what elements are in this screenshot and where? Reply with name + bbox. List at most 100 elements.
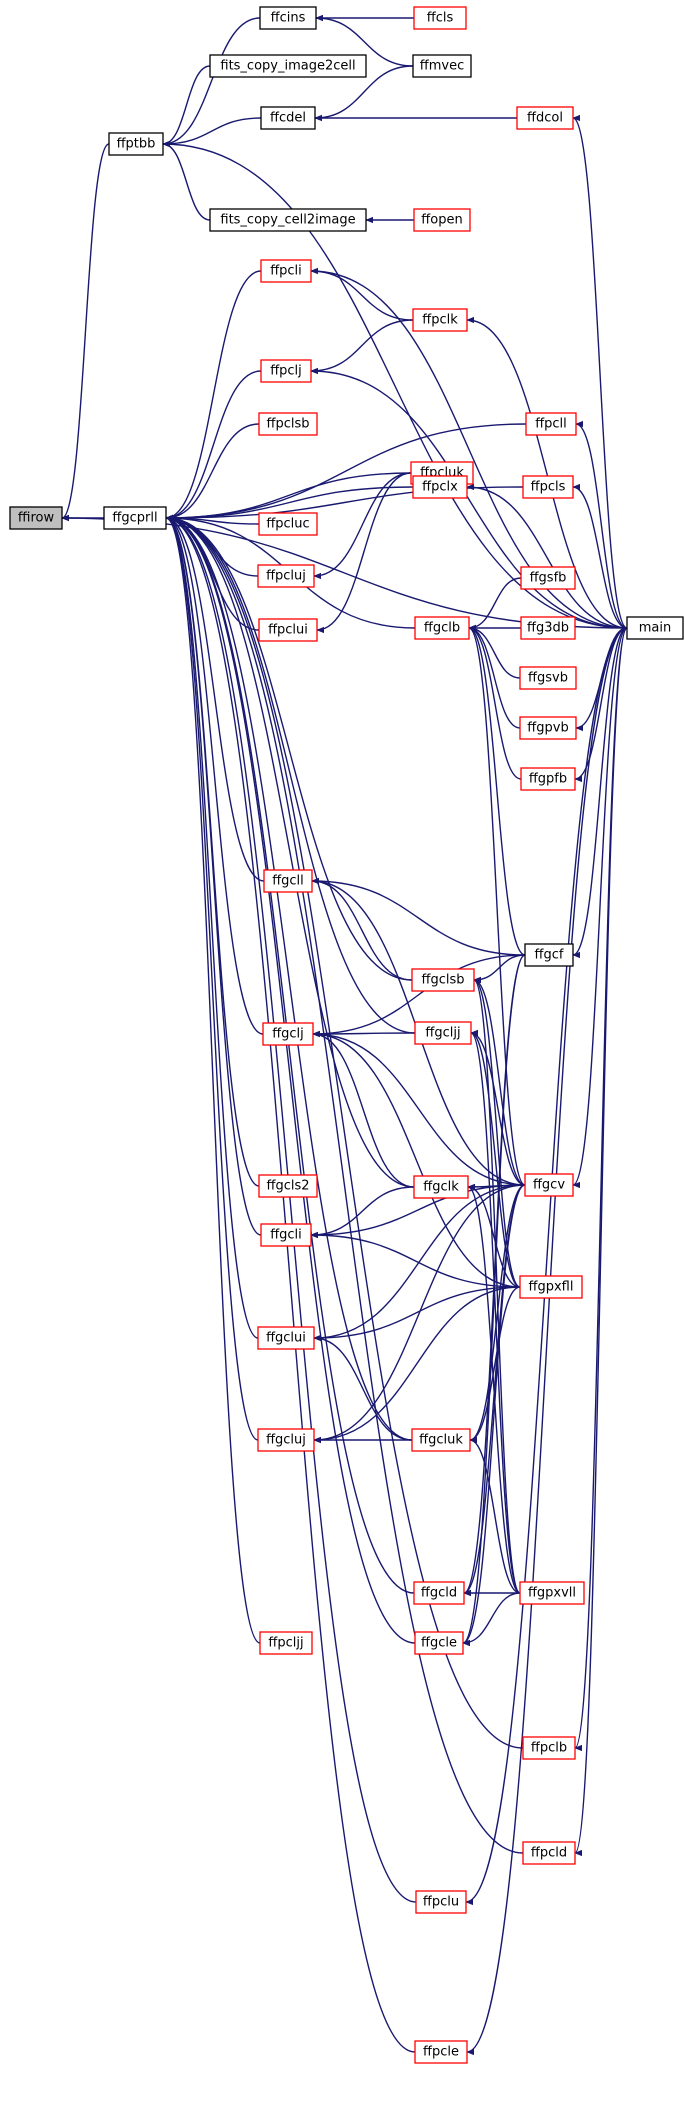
edge-ffpcll-to-ffgcprll bbox=[165, 423, 527, 522]
node-ffgcf[interactable]: ffgcf bbox=[524, 943, 574, 967]
edge-fits_copy_cell2image-to-ffptbb bbox=[162, 140, 211, 221]
edge-main-to-ffptbb bbox=[162, 140, 628, 629]
node-label: ffpclx bbox=[422, 480, 458, 495]
node-ffirow[interactable]: ffirow bbox=[9, 506, 63, 530]
node-ffpclui[interactable]: ffpclui bbox=[258, 618, 318, 642]
node-ffpcll[interactable]: ffpcll bbox=[525, 412, 577, 436]
node-ffpcli[interactable]: ffpcli bbox=[260, 259, 312, 283]
edge-ffgclui-to-ffgcprll bbox=[165, 514, 259, 1339]
node-ffg3db[interactable]: ffg3db bbox=[520, 616, 576, 640]
node-ffgpfb[interactable]: ffgpfb bbox=[520, 767, 576, 791]
edge-ffgcv-to-ffgcluj bbox=[313, 1184, 526, 1444]
edge-main-to-ffpclx bbox=[466, 483, 628, 629]
node-box bbox=[413, 6, 467, 30]
node-ffpcld[interactable]: ffpcld bbox=[522, 1841, 576, 1865]
edge-ffgcv-to-ffgcld bbox=[463, 1184, 526, 1597]
node-ffgclk[interactable]: ffgclk bbox=[413, 1175, 469, 1199]
node-ffpcle[interactable]: ffpcle bbox=[414, 2040, 468, 2064]
node-ffpcluc[interactable]: ffpcluc bbox=[258, 512, 318, 536]
node-ffopen[interactable]: ffopen bbox=[413, 208, 471, 232]
node-ffgcls2[interactable]: ffgcls2 bbox=[258, 1174, 318, 1198]
edge-ffptbb-to-ffirow bbox=[61, 143, 110, 522]
node-label: ffcdel bbox=[270, 111, 306, 126]
node-label: ffpcll bbox=[535, 417, 567, 432]
node-ffcls[interactable]: ffcls bbox=[413, 6, 467, 30]
node-ffgcluk[interactable]: ffgcluk bbox=[411, 1428, 471, 1452]
node-ffgclui[interactable]: ffgclui bbox=[257, 1326, 315, 1350]
node-box bbox=[413, 208, 471, 232]
node-main[interactable]: main bbox=[626, 616, 684, 640]
edge-ffcdel-to-ffptbb bbox=[162, 117, 262, 148]
node-ffptbb[interactable]: ffptbb bbox=[108, 132, 164, 156]
node-ffpclx[interactable]: ffpclx bbox=[412, 475, 468, 499]
node-label: ffgcprll bbox=[112, 511, 157, 526]
node-ffpclb[interactable]: ffpclb bbox=[522, 1736, 576, 1760]
node-ffgcld[interactable]: ffgcld bbox=[413, 1581, 465, 1605]
node-ffcins[interactable]: ffcins bbox=[259, 6, 317, 30]
node-box bbox=[520, 566, 576, 590]
node-label: ffptbb bbox=[117, 137, 156, 152]
node-box bbox=[259, 1631, 313, 1655]
node-ffgpvb[interactable]: ffgpvb bbox=[519, 716, 577, 740]
edge-ffgpxfll-to-ffgcli bbox=[310, 1231, 521, 1288]
node-ffgclj[interactable]: ffgclj bbox=[262, 1022, 314, 1046]
node-label: ffgclui bbox=[266, 1331, 306, 1346]
node-box bbox=[413, 1581, 465, 1605]
node-ffdcol[interactable]: ffdcol bbox=[516, 106, 574, 130]
node-label: main bbox=[639, 621, 671, 636]
node-fits-copy-cell2image[interactable]: fits_copy_cell2image bbox=[209, 208, 367, 232]
node-ffgcprll[interactable]: ffgcprll bbox=[103, 506, 167, 530]
node-ffgpxvll[interactable]: ffgpxvll bbox=[519, 1581, 585, 1605]
node-label: ffgpfb bbox=[529, 772, 567, 787]
node-ffgsvb[interactable]: ffgsvb bbox=[519, 666, 577, 690]
node-box bbox=[103, 506, 167, 530]
node-label: ffgcljj bbox=[425, 1026, 460, 1041]
node-label: ffpcld bbox=[531, 1846, 567, 1861]
node-ffpcluj[interactable]: ffpcluj bbox=[257, 564, 315, 588]
edge-ffgclk-to-ffgclj bbox=[312, 1030, 415, 1188]
edge-ffgpxfll-to-ffgcluj bbox=[313, 1286, 521, 1444]
node-ffpcljj[interactable]: ffpcljj bbox=[259, 1631, 313, 1655]
node-fits-copy-image2cell[interactable]: fits_copy_image2cell bbox=[209, 54, 367, 78]
node-box bbox=[520, 767, 576, 791]
node-ffgcll[interactable]: ffgcll bbox=[263, 869, 313, 893]
node-label: ffgcluj bbox=[266, 1433, 306, 1448]
edge-ffpcle-to-ffgcprll bbox=[165, 514, 416, 2053]
node-box bbox=[412, 475, 468, 499]
node-label: ffpcli bbox=[270, 264, 302, 279]
node-label: ffgclk bbox=[423, 1180, 459, 1195]
node-ffpcls[interactable]: ffpcls bbox=[522, 475, 574, 499]
node-ffgcluj[interactable]: ffgcluj bbox=[257, 1428, 315, 1452]
node-box bbox=[9, 506, 63, 530]
edge-ffgclsb-to-ffgcll bbox=[311, 877, 413, 981]
node-ffcdel[interactable]: ffcdel bbox=[260, 106, 316, 130]
node-ffgclb[interactable]: ffgclb bbox=[414, 616, 470, 640]
node-ffpclu[interactable]: ffpclu bbox=[415, 1890, 467, 1914]
node-ffgsfb[interactable]: ffgsfb bbox=[520, 566, 576, 590]
edge-ffpcluk-to-ffpclui bbox=[316, 472, 412, 634]
edge-ffmvec-to-ffcdel bbox=[314, 65, 414, 122]
node-label: ffgcle bbox=[421, 1636, 457, 1651]
edge-ffgcv-to-ffgclsb bbox=[473, 976, 526, 1186]
node-ffgcli[interactable]: ffgcli bbox=[260, 1223, 312, 1247]
node-ffgpxfll[interactable]: ffgpxfll bbox=[519, 1275, 583, 1299]
node-label: ffirow bbox=[18, 511, 55, 526]
node-ffpclj[interactable]: ffpclj bbox=[260, 359, 312, 383]
node-box bbox=[209, 54, 367, 78]
node-label: ffgcv bbox=[533, 1178, 565, 1193]
node-box bbox=[415, 1890, 467, 1914]
edge-ffcins-to-ffptbb bbox=[162, 17, 261, 148]
node-ffpclsb[interactable]: ffpclsb bbox=[258, 412, 318, 436]
node-label: ffdcol bbox=[527, 111, 563, 126]
edge-ffgclk-to-ffgcli bbox=[310, 1186, 415, 1239]
node-ffgcljj[interactable]: ffgcljj bbox=[414, 1021, 472, 1045]
node-box bbox=[522, 475, 574, 499]
node-ffpclk[interactable]: ffpclk bbox=[412, 308, 468, 332]
node-ffgcv[interactable]: ffgcv bbox=[524, 1173, 574, 1197]
node-ffgcle[interactable]: ffgcle bbox=[414, 1631, 464, 1655]
edge-ffgpxfll-to-ffgclui bbox=[313, 1286, 521, 1342]
node-label: ffpcluj bbox=[266, 569, 306, 584]
node-ffgclsb[interactable]: ffgclsb bbox=[411, 968, 475, 992]
node-ffmvec[interactable]: ffmvec bbox=[412, 54, 472, 78]
node-box bbox=[626, 616, 684, 640]
